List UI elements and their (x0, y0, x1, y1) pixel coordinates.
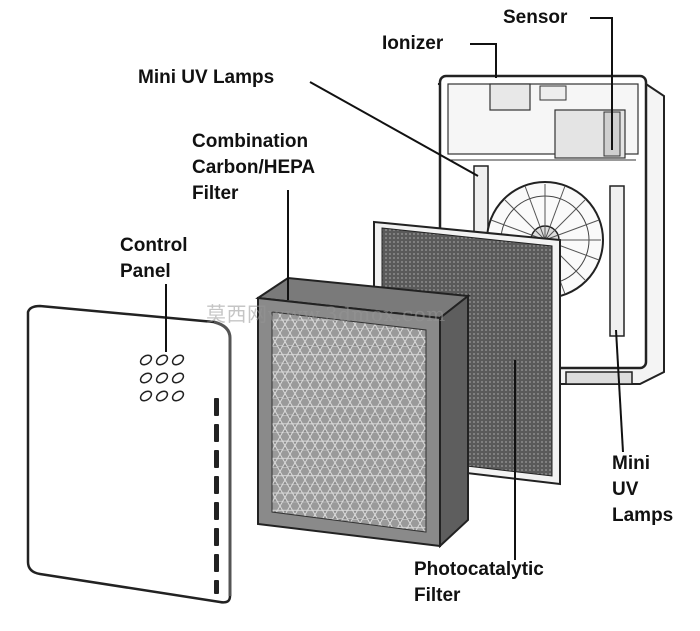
watermark: 莫西网www.3dmox.com (206, 302, 446, 326)
combination-label-line3: Filter (192, 183, 239, 204)
carbon-hepa-filter (255, 276, 471, 549)
sensor-label: Sensor (503, 7, 568, 28)
leader-lines (165, 17, 624, 560)
ionizer-label: Ionizer (382, 33, 444, 54)
mini-uv-right-label-line2: UV (612, 479, 639, 500)
combination-label-line1: Combination (192, 131, 309, 152)
control-panel-label-line2: Panel (120, 261, 171, 282)
control-panel-label-line1: Control (120, 235, 188, 256)
mini-uv-top-leader (309, 81, 479, 177)
ionizer-leader (470, 43, 497, 78)
control-buttons (139, 354, 185, 402)
front-cover (26, 304, 232, 604)
photocatalytic-label-line1: Photocatalytic (414, 559, 544, 580)
photocatalytic-label-line2: Filter (414, 585, 461, 606)
mini-uv-right-label-line3: Lamps (612, 505, 674, 526)
mini-uv-right-leader (615, 329, 624, 453)
combination-label-line2: Carbon/HEPA (192, 157, 316, 178)
vent-slots (214, 398, 219, 594)
mini-uv-right-label-line1: Mini (612, 453, 650, 474)
sensor-leader (590, 17, 613, 150)
mini-uv-lamps-top-label: Mini UV Lamps (138, 67, 275, 88)
